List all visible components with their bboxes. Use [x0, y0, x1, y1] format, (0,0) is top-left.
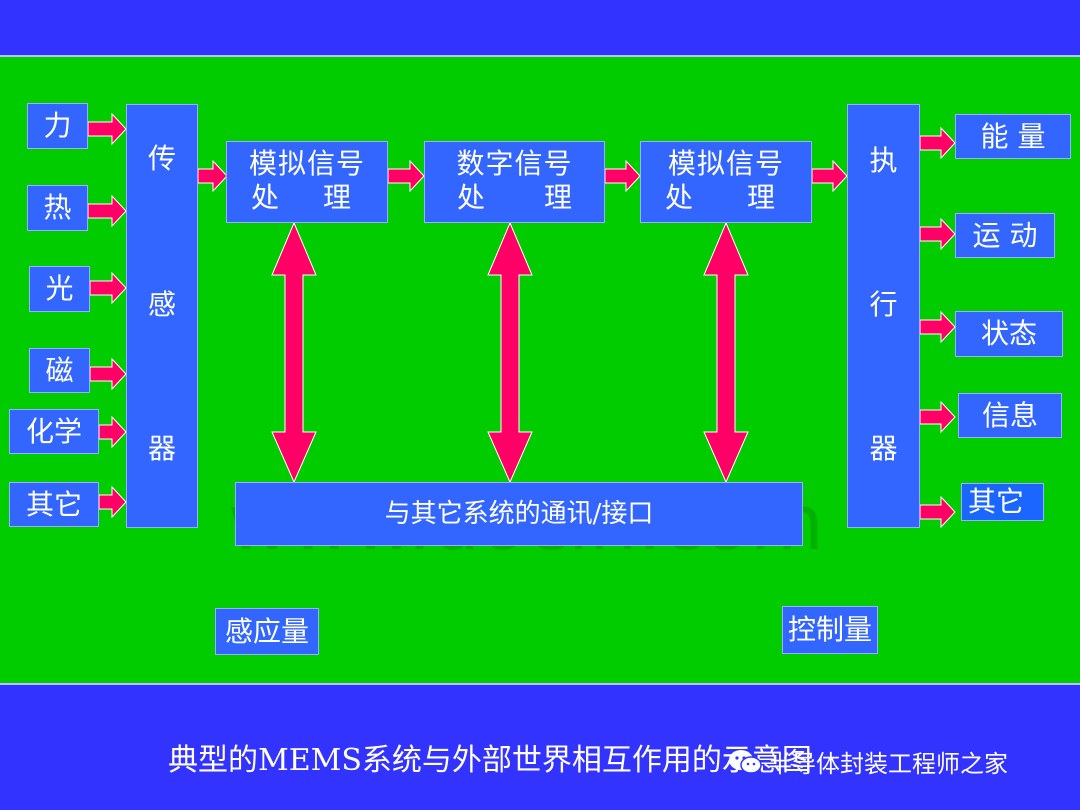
- control-quantity-text: 控制量: [787, 613, 872, 646]
- digital-processing-char-a: 处: [457, 181, 486, 214]
- output-energy: 能 量: [955, 114, 1071, 159]
- digital-processing-char-b: 理: [543, 181, 572, 214]
- actuator-char-2: 行: [869, 288, 898, 321]
- input-heat-label: 热: [43, 191, 72, 224]
- input-other-label: 其它: [25, 487, 82, 521]
- analog-processing-1-char-a: 处: [251, 181, 280, 214]
- analog-processing-2-char-b: 理: [746, 181, 775, 214]
- output-info: 信息: [958, 393, 1062, 438]
- input-force: 力: [27, 103, 88, 149]
- sensor-block: 传 感 器: [126, 104, 198, 528]
- input-chemical: 化学: [9, 409, 99, 454]
- input-light: 光: [29, 266, 90, 312]
- sensor-char-3: 器: [147, 432, 176, 465]
- analog-processing-1-title: 模拟信号: [248, 147, 365, 180]
- actuator-char-1: 执: [869, 144, 898, 177]
- analog-processing-2-title: 模拟信号: [667, 147, 784, 180]
- output-energy-label: 能 量: [980, 119, 1046, 153]
- analog-processing-1-char-b: 理: [322, 181, 351, 214]
- control-quantity-label: 控制量: [782, 606, 878, 654]
- output-other-label: 其它: [968, 485, 1025, 518]
- output-other: 其它: [961, 483, 1044, 521]
- sensed-quantity-label: 感应量: [215, 608, 319, 655]
- wechat-badge: 半导体封装工程师之家: [728, 744, 1008, 779]
- comm-interface-label: 与其它系统的通讯/接口: [384, 499, 654, 529]
- input-chemical-label: 化学: [25, 414, 82, 448]
- input-other: 其它: [9, 482, 99, 527]
- wechat-account-name: 半导体封装工程师之家: [768, 750, 1008, 778]
- input-force-label: 力: [43, 109, 72, 142]
- output-motion: 运 动: [955, 213, 1055, 258]
- actuator-char-3: 器: [869, 432, 898, 465]
- output-state-label: 状态: [980, 317, 1037, 350]
- input-heat: 热: [27, 185, 88, 231]
- input-light-label: 光: [45, 272, 74, 305]
- digital-processing: 数字信号 处 理: [424, 141, 605, 223]
- analog-processing-2-char-a: 处: [665, 181, 694, 214]
- digital-processing-title: 数字信号: [456, 147, 573, 180]
- analog-processing-2: 模拟信号 处 理: [640, 141, 812, 223]
- comm-interface-bar: 与其它系统的通讯/接口: [235, 482, 803, 546]
- output-state: 状态: [955, 311, 1063, 357]
- input-magnetic: 磁: [29, 348, 90, 393]
- analog-processing-1: 模拟信号 处 理: [226, 141, 388, 223]
- sensor-char-1: 传: [147, 142, 176, 175]
- actuator-block: 执 行 器: [847, 104, 920, 528]
- output-motion-label: 运 动: [972, 218, 1038, 252]
- sensor-char-2: 感: [147, 288, 176, 321]
- wechat-icon: [729, 749, 762, 774]
- sensed-quantity-text: 感应量: [224, 614, 309, 648]
- output-info-label: 信息: [981, 398, 1038, 432]
- figure-caption: 典型的MEMS系统与外部世界相互作用的示意图: [168, 743, 812, 778]
- input-magnetic-label: 磁: [45, 353, 74, 387]
